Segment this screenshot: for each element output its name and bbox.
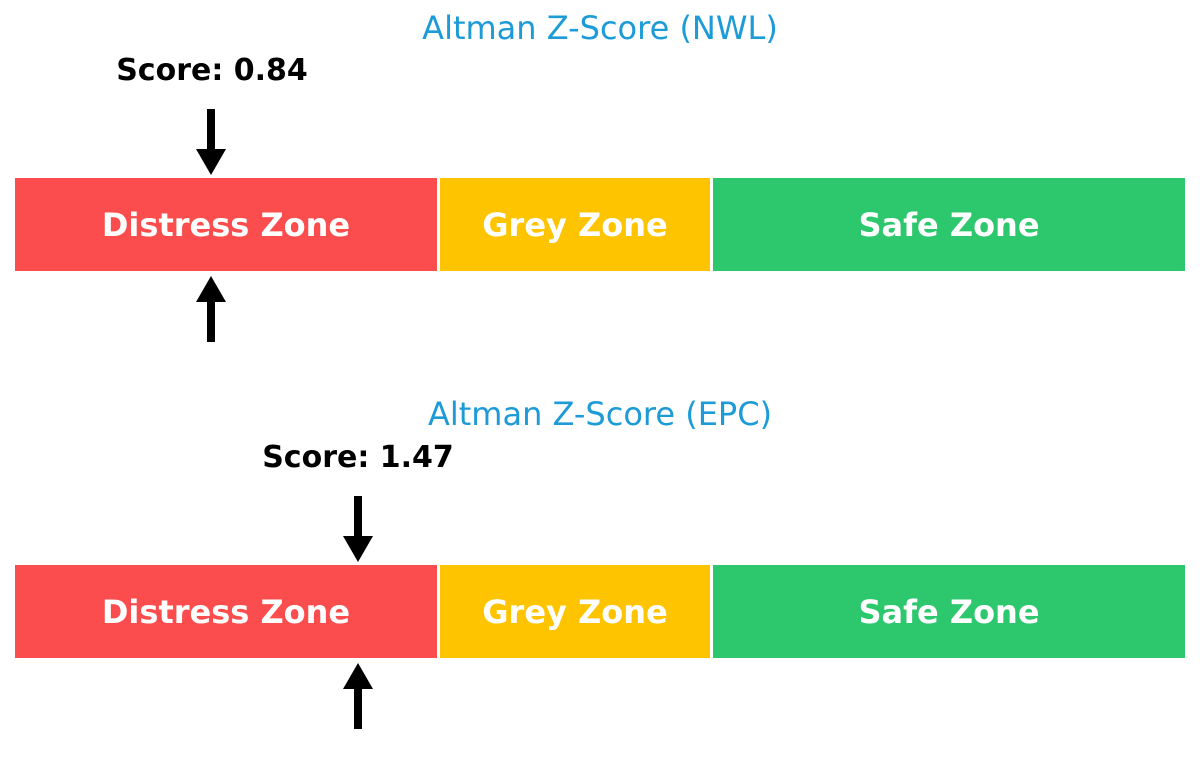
zone-segment-safe: Safe Zone bbox=[713, 565, 1185, 658]
zone-segment-distress: Distress Zone bbox=[15, 565, 437, 658]
down-arrow-icon bbox=[196, 109, 226, 175]
zone-segment-distress: Distress Zone bbox=[15, 178, 437, 271]
zone-label-safe: Safe Zone bbox=[858, 205, 1040, 244]
zone-label-grey: Grey Zone bbox=[482, 592, 668, 631]
down-arrow-icon bbox=[343, 496, 373, 562]
score-annotation-nwl: Score: 0.84 bbox=[116, 53, 308, 88]
chart-title-nwl: Altman Z-Score (NWL) bbox=[422, 9, 778, 47]
zone-segment-safe: Safe Zone bbox=[713, 178, 1185, 271]
zone-label-grey: Grey Zone bbox=[482, 205, 668, 244]
zone-bar-nwl: Distress Zone Grey Zone Safe Zone bbox=[15, 178, 1185, 271]
score-annotation-epc: Score: 1.47 bbox=[262, 440, 454, 475]
chart-title-epc: Altman Z-Score (EPC) bbox=[427, 395, 773, 433]
zone-label-safe: Safe Zone bbox=[858, 592, 1040, 631]
up-arrow-icon bbox=[343, 663, 373, 729]
zone-bar-epc: Distress Zone Grey Zone Safe Zone bbox=[15, 565, 1185, 658]
up-arrow-icon bbox=[196, 276, 226, 342]
zone-segment-grey: Grey Zone bbox=[440, 178, 710, 271]
zone-label-distress: Distress Zone bbox=[101, 592, 351, 631]
zone-label-distress: Distress Zone bbox=[101, 205, 351, 244]
zone-segment-grey: Grey Zone bbox=[440, 565, 710, 658]
